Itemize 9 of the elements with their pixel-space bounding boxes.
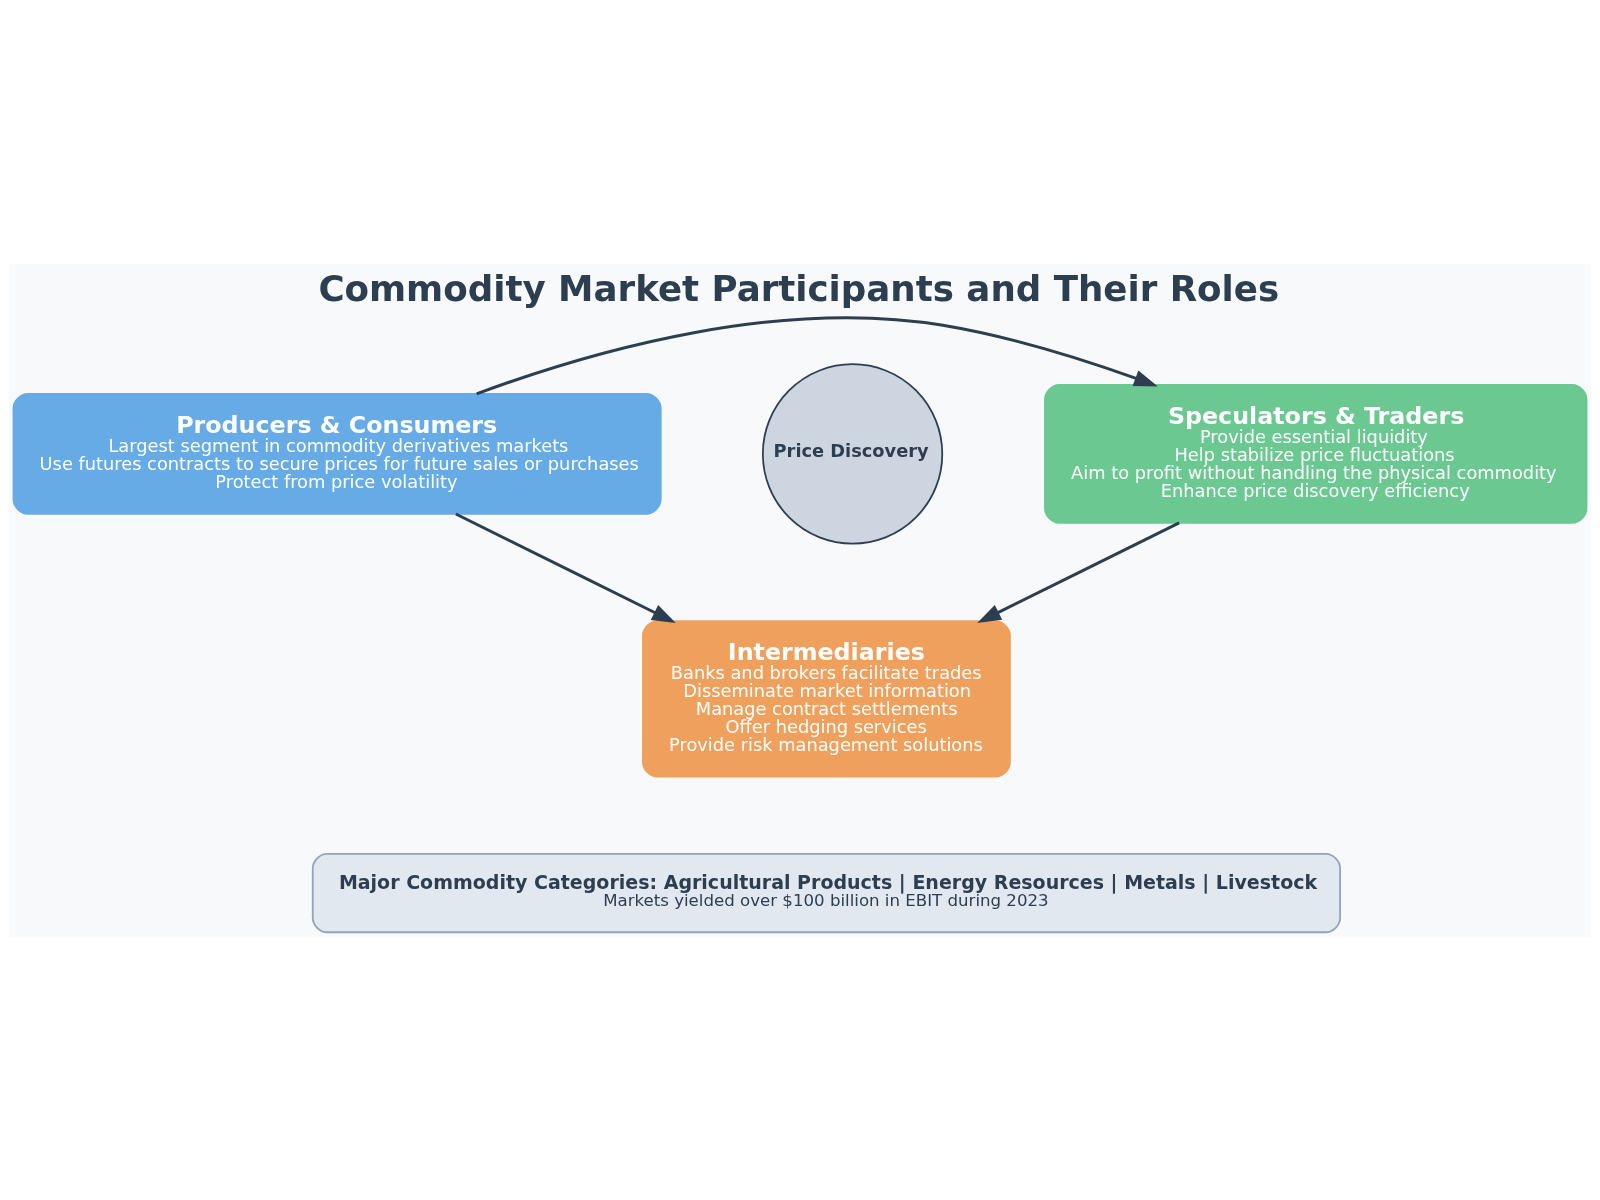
arrow [476, 315, 1158, 395]
arrow [455, 512, 676, 623]
node-box: Speculators & Traders Provide essential liquidity Help stabilize price fluctuations Aim to profit without handling the physical commodity Enhance price discovery efficiency [1044, 383, 1588, 524]
node-box: Major Commodity Categories: Agricultural Products | Energy Resources | Metals | Livestock Markets yielded over $100 billion in EBIT during 2023 [311, 852, 1341, 933]
node-box: Producers & Consumers Largest segment in commodity derivatives markets Use futures contracts to secure prices for future sales or purchases Protect from price volatility [12, 392, 662, 515]
arrow [977, 520, 1180, 623]
node-circle: Price Discovery [761, 362, 944, 544]
node-box: Intermediaries Banks and brokers facilitate trades Disseminate market information Manage contract settlements Offer hedging services Provide risk management solutions [642, 619, 1011, 778]
diagram-title: Commodity Market Participants and Their Roles [318, 267, 1280, 309]
